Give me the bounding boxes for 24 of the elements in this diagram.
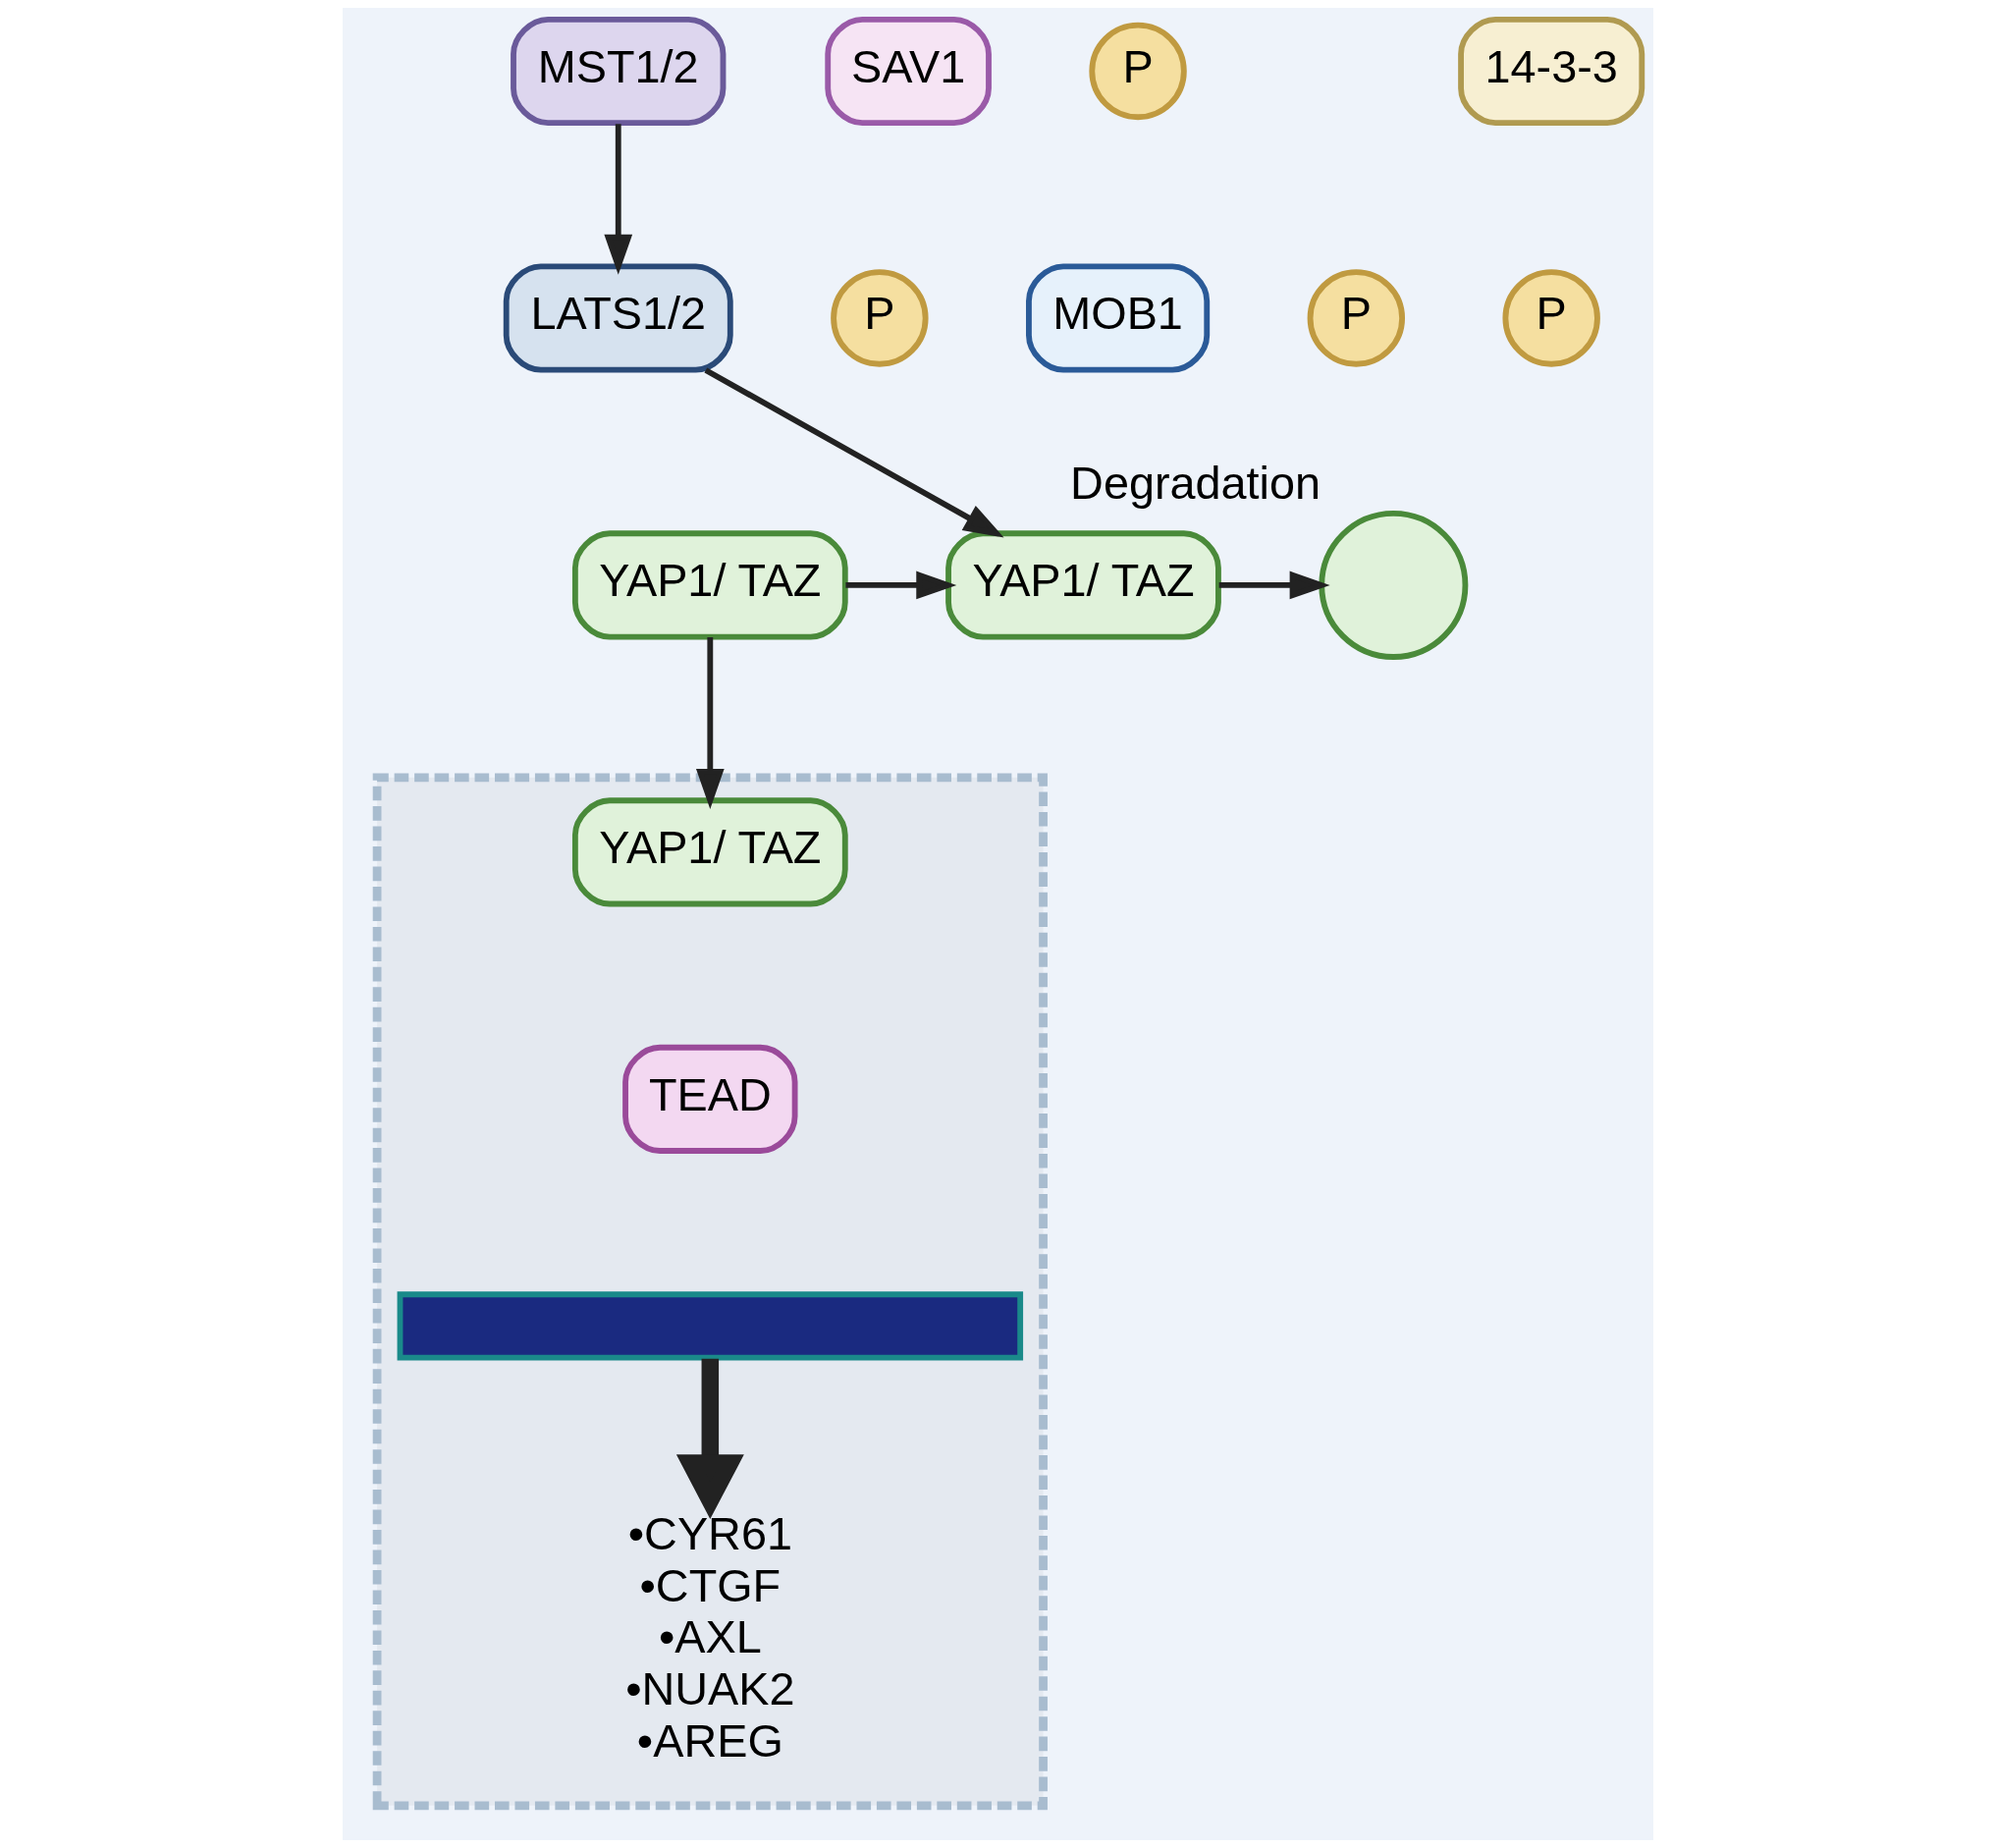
node-circle: P	[830, 269, 929, 367]
node-box: YAP1/ TAZ	[571, 530, 848, 640]
cluster	[372, 773, 1048, 1811]
node-circle	[1318, 510, 1468, 660]
arrow	[603, 124, 632, 275]
arrow	[844, 571, 956, 600]
node-circle: P	[1307, 269, 1405, 367]
arrow	[703, 367, 1004, 538]
arrow	[695, 636, 725, 809]
node-label: Degradation	[1069, 457, 1321, 509]
arrow	[675, 1358, 744, 1519]
arrow	[1218, 571, 1330, 600]
node-box: LATS1/2	[503, 263, 733, 373]
node-box: YAP1/ TAZ	[571, 797, 848, 907]
node-box: MOB1	[1025, 263, 1210, 373]
node-box: TEAD	[621, 1044, 798, 1154]
node-box: 14-3-3	[1457, 16, 1645, 126]
node-circle: P	[1088, 22, 1187, 121]
node-box: YAP1/ TAZ	[944, 530, 1221, 640]
node-bar	[397, 1291, 1023, 1361]
node-box: MST1/2	[510, 16, 726, 126]
node-text: •CYR61 •CTGF •AXL •NUAK2 •AREG	[624, 1507, 795, 1766]
node-circle: P	[1501, 269, 1600, 367]
node-box: SAV1	[824, 16, 992, 126]
